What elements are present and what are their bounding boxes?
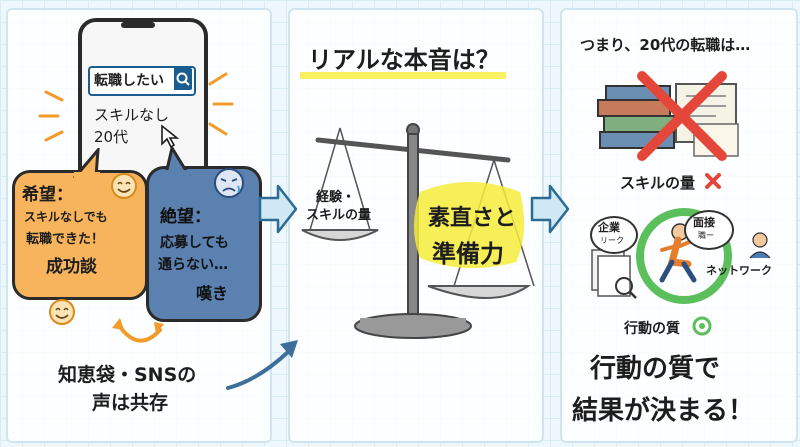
quality-label: 行動の質 [624,321,680,337]
interview-line-2: 職ー [698,231,714,240]
balance-scale-icon [301,123,535,339]
arrow-right-icon [258,184,298,234]
interview-bubble [684,210,734,250]
hope-title: 希望： [22,185,73,205]
worried-face-icon [214,168,244,198]
arrow-right-icon [530,184,570,234]
title-highlight [300,72,506,79]
smiley-icon [111,173,137,199]
hope-bubble-tail [72,148,100,178]
search-suggest-1: スキルなし [94,106,170,124]
curved-arrow-icon [226,340,298,390]
middle-title: リアルな本音は？ [308,46,500,74]
action-network-illustration [591,208,771,304]
caption-line-2: 声は共存 [92,392,169,414]
cross-mark-icon [637,71,727,161]
small-cross-icon [705,173,721,189]
despair-line-1: 応募しても [160,235,229,251]
despair-line-3: 嘆き [196,284,229,303]
smiley-icon [49,299,75,325]
hope-line-2: 転職できた！ [26,232,105,247]
network-label: ネットワーク [706,264,772,277]
despair-title: 絶望： [160,207,211,227]
phone-speaker [121,22,155,28]
search-button[interactable] [174,68,192,90]
right-title: つまり、20代の転職は… [580,36,751,54]
company-line-2: リーク [600,236,624,245]
left-pan-line-2: スキルの量 [306,208,372,223]
search-suggest-2: 20代 [94,128,129,146]
highlight-splash [414,182,525,269]
conclusion-line-2: 結果が決まる！ [572,396,755,426]
despair-bubble [146,166,262,322]
interview-line-1: 面接 [693,216,715,229]
skill-amount-label: スキルの量 [620,174,696,192]
search-icon [176,72,190,86]
right-pan-line-2: 準備力 [432,240,504,268]
despair-line-2: 通らない… [158,257,228,273]
hope-line-3: 成功談 [46,257,97,277]
target-circle-icon [692,316,712,336]
hope-line-1: スキルなしでも [24,210,108,224]
two-way-arrow-icon [112,318,164,343]
caption-line-1: 知恵袋・SNSの [58,364,197,386]
conclusion-line-1: 行動の質で [590,354,721,384]
left-pan-line-1: 経験・ [316,190,356,205]
company-line-1: 企業 [598,221,620,234]
company-bubble [590,216,638,254]
despair-bubble-tail [164,146,191,176]
right-pan-line-1: 素直さと [428,206,517,231]
search-query: 転職したい [94,73,164,89]
